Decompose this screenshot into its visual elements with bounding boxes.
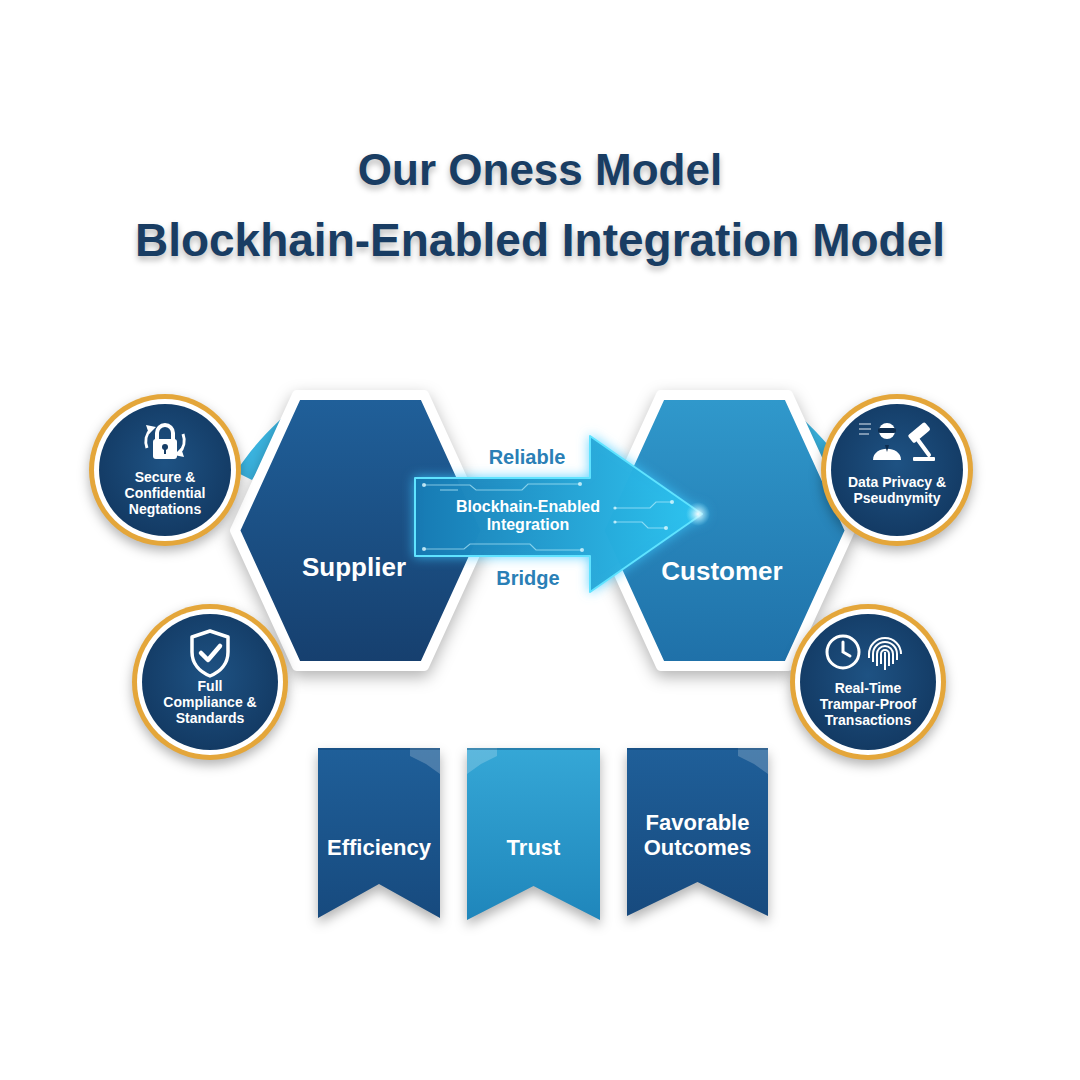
node-text: Full Compliance & Standards [156,678,264,726]
node-text: Efficiency [323,835,435,860]
white-ring [94,399,236,541]
text-slot: Supplier [254,553,454,583]
node-text: Trust [474,835,594,860]
value-ribbon: Trust [467,748,600,920]
white-ring [826,399,968,541]
text-slot: Efficiency [323,835,435,860]
node-text: Supplier [254,553,454,583]
text-slot: Bridge [468,567,588,590]
value-ribbon: Efficiency [318,748,440,918]
node-text: Secure & Confidential Negtations [119,469,211,517]
node-text: Real-Time Trampar-Proof Transactions [815,680,921,728]
gold-ring [821,394,973,546]
hexagon-shape [599,395,850,666]
feature-circle: Real-Time Trampar-Proof Transactions [788,602,948,762]
subtitle: Blockhain-Enabled Integration Model [0,214,1080,267]
heading-slot: Our Oness Model [0,145,1080,196]
title: Our Oness Model [0,145,1080,196]
feature-icon [859,422,935,461]
white-ring [795,609,941,755]
ribbon-shape [318,748,440,918]
text-slot: Customer [622,557,822,587]
circle-fill [831,404,963,536]
feature-icon [192,631,228,676]
text-slot: Real-Time Trampar-Proof Transactions [815,680,921,728]
gold-ring [89,394,241,546]
ribbon-shape [627,748,768,916]
circuit-pattern [422,482,674,552]
text-slot: Favorable Outcomes [632,810,763,861]
ribbon-outline [467,748,600,920]
node-text: Favorable Outcomes [632,810,763,861]
text-slot: Secure & Confidential Negtations [119,469,211,517]
text-slot: Full Compliance & Standards [156,678,264,726]
ribbon-top-edge [627,748,768,750]
circle-fill [142,614,278,750]
feature-circle: Secure & Confidential Negtations [87,392,243,548]
tip-glow [686,502,710,526]
node-text: Blockhain-Enabled Integration [448,498,608,535]
white-ring [137,609,283,755]
gold-ring [132,604,288,760]
ribbon-fold [410,748,440,774]
node-text: Customer [622,557,822,587]
node-text: Bridge [468,567,588,590]
ribbon-fold [467,748,497,774]
feature-icon [146,425,184,459]
ribbon-top-edge [318,748,440,750]
node-text: Reliable [467,446,587,469]
integration-arrow: ReliableBlockhain-Enabled IntegrationBri… [410,430,710,605]
feature-circle: Full Compliance & Standards [130,602,290,762]
ribbon-fold [738,748,768,774]
gold-ring [790,604,946,760]
text-slot: Trust [474,835,594,860]
text-slot: Data Privacy & Pseudnymity [847,474,947,506]
feature-circle: Data Privacy & Pseudnymity [819,392,975,548]
circle-fill [99,404,231,536]
value-ribbon: Favorable Outcomes [627,748,768,916]
ribbon-outline [318,748,440,918]
ribbon-top-edge [467,748,600,750]
feature-icon [827,636,901,670]
ribbon-shape [467,748,600,920]
text-slot: Blockhain-Enabled Integration [448,498,608,535]
heading-slot: Blockhain-Enabled Integration Model [0,214,1080,267]
circle-outline [819,392,975,548]
circle-fill [800,614,936,750]
node-text: Data Privacy & Pseudnymity [847,474,947,506]
text-slot: Reliable [467,446,587,469]
